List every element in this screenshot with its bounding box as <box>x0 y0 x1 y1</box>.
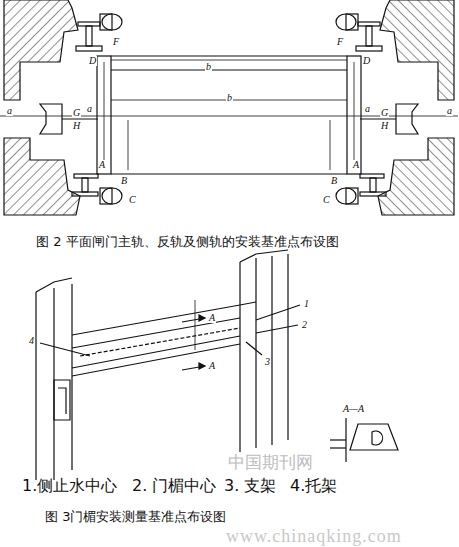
section-letter: A <box>208 361 216 371</box>
letter-label: G <box>380 108 389 118</box>
key-item: 1.侧止水中心 <box>22 478 117 494</box>
callout-number: 3 <box>264 357 271 367</box>
dimension-label: b <box>205 62 212 72</box>
letter-label: B <box>120 176 128 186</box>
watermark: 中国期刊网 <box>228 454 313 471</box>
letter-label: C <box>322 195 331 205</box>
key-item: 4.托架 <box>290 478 337 494</box>
key-item: 2. 门楣中心 <box>132 478 216 494</box>
letter-label: F <box>336 37 344 47</box>
key-item: 3. 支架 <box>224 478 276 494</box>
letter-label: G <box>72 108 81 118</box>
section-label: A—A <box>342 404 365 414</box>
letter-label: A <box>98 160 106 170</box>
letter-label: D <box>88 56 97 66</box>
dimension-label: b <box>226 93 233 103</box>
letter-label: C <box>128 195 137 205</box>
watermark: www.chinaqking.com <box>226 527 402 545</box>
letter-label: D <box>362 56 371 66</box>
callout-number: 2 <box>301 320 308 330</box>
figure-caption: 图 2 平面闸门主轨、反轨及侧轨的安装基准点布设图 <box>36 235 339 248</box>
dimension-label: a <box>364 104 371 114</box>
letter-label: H <box>380 121 389 131</box>
section-letter: A <box>208 313 216 323</box>
letter-label: A <box>352 160 360 170</box>
dimension-label: a <box>446 106 453 116</box>
figure-caption: 图 3门楣安装测量基准点布设图 <box>45 510 226 523</box>
dimension-label: a <box>6 106 13 116</box>
letter-label: H <box>72 121 81 131</box>
letter-label: B <box>330 176 338 186</box>
callout-number: 4 <box>28 336 35 346</box>
callout-number: 1 <box>303 299 310 309</box>
dimension-label: a <box>86 104 93 114</box>
letter-label: F <box>112 37 120 47</box>
